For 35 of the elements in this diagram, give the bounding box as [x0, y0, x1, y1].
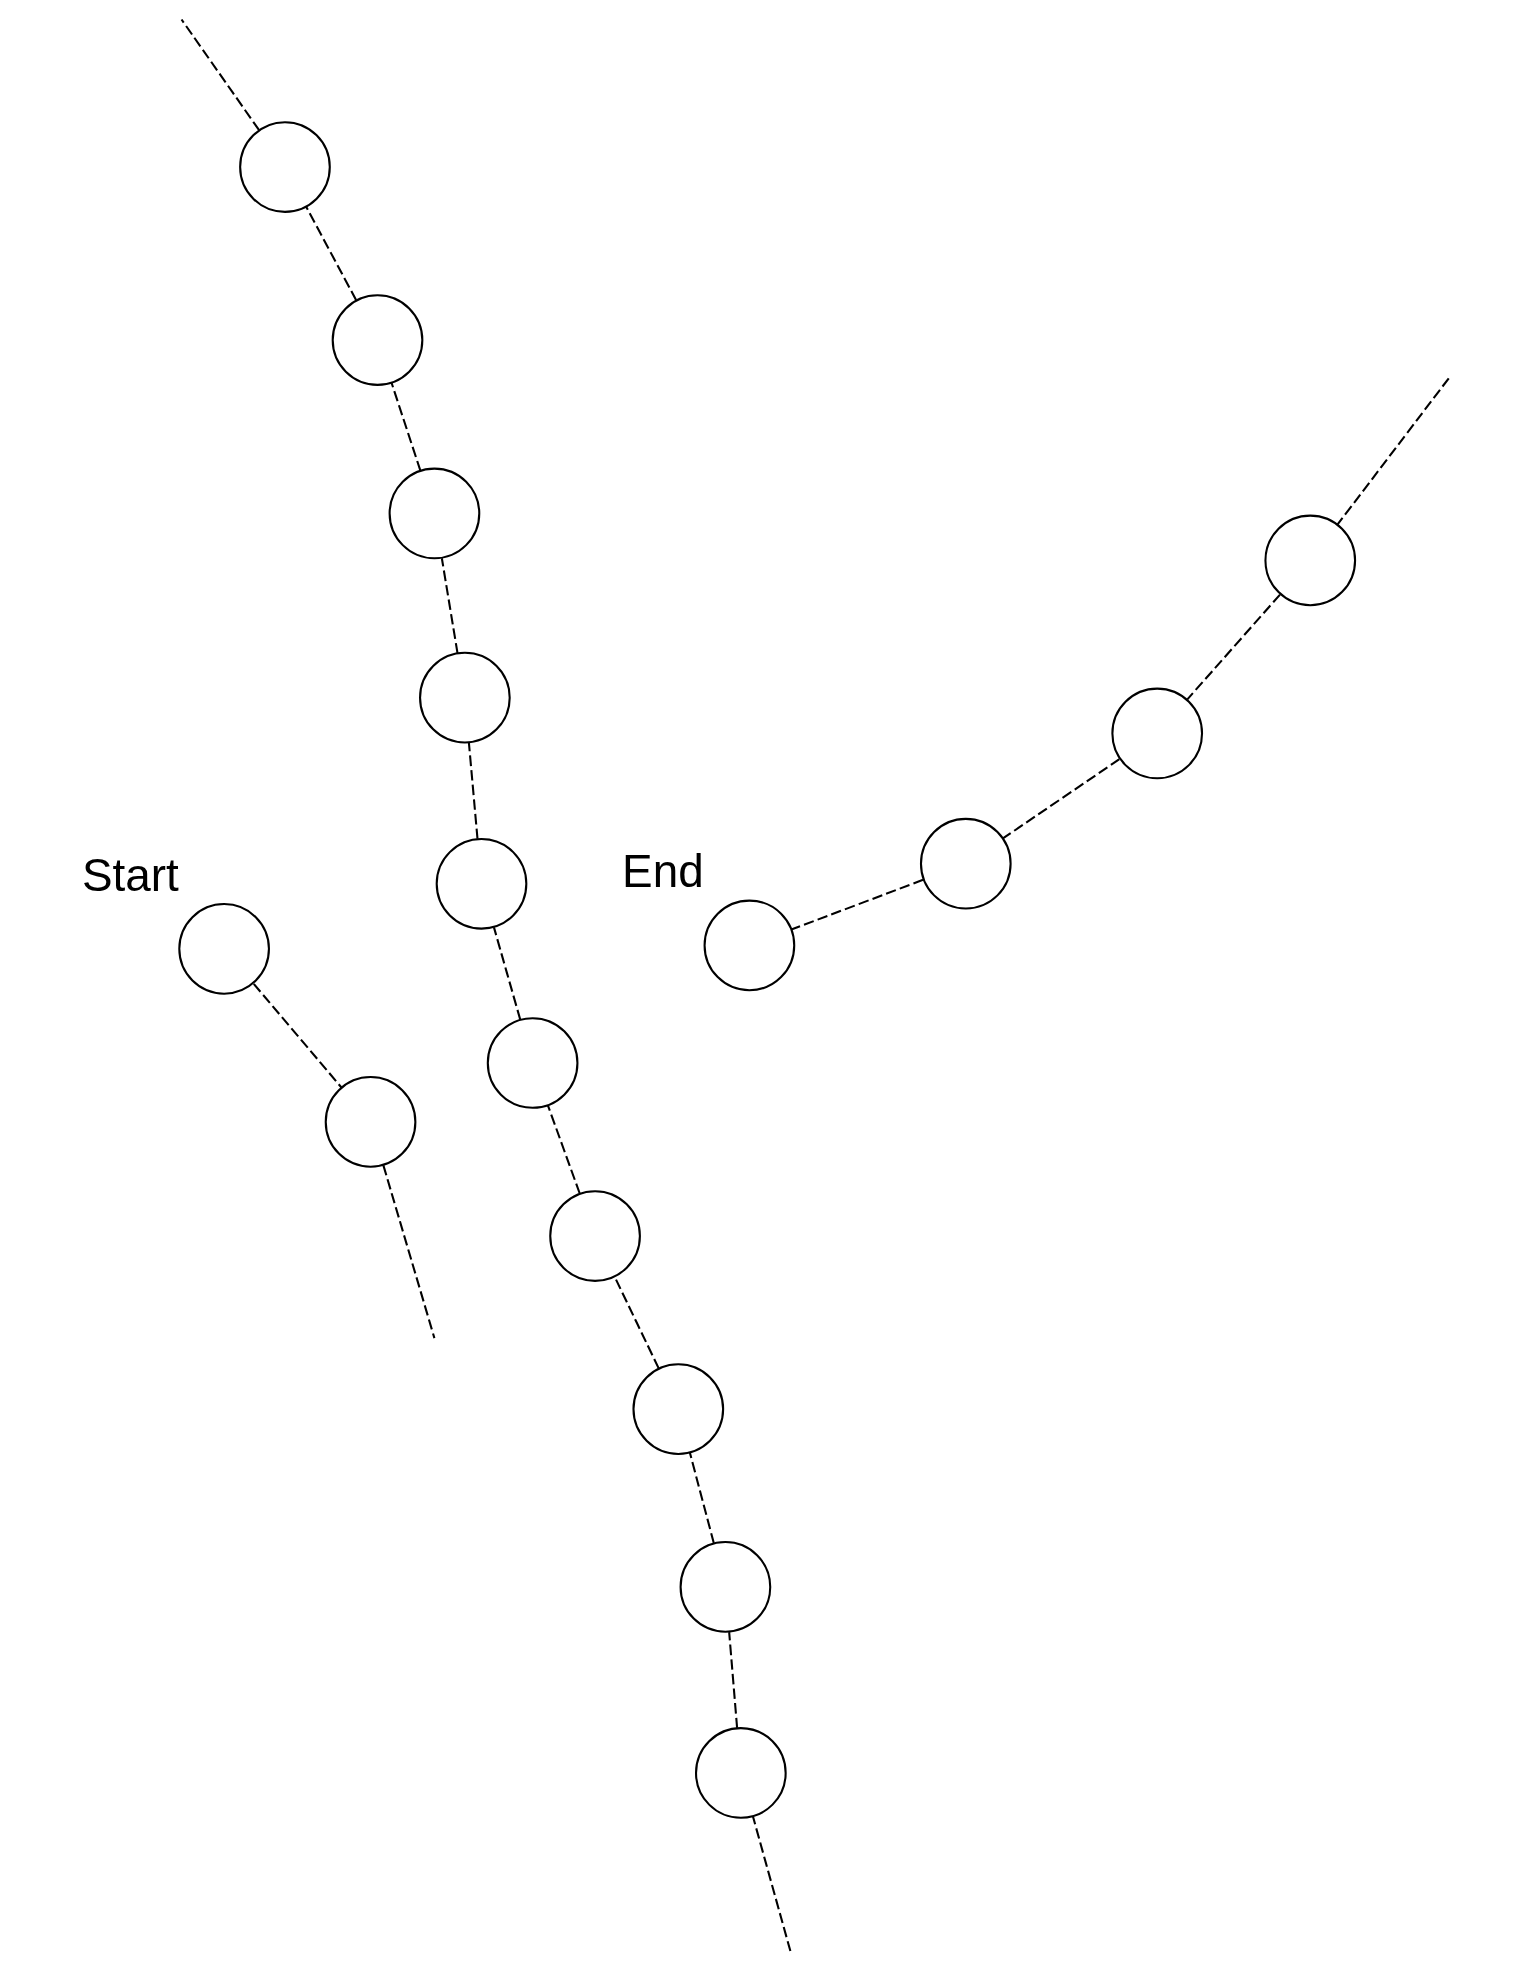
connector [381, 1165, 435, 1339]
node-circle [631, 1363, 724, 1455]
node-label: End [621, 845, 704, 898]
connector [1186, 593, 1281, 700]
connector [492, 927, 521, 1020]
connector [1001, 758, 1120, 840]
node-circle [679, 1541, 771, 1633]
node-circle [331, 294, 423, 386]
node-circle [238, 121, 331, 213]
node-circle [548, 1190, 641, 1282]
connector [440, 558, 459, 654]
node-label: Start [81, 848, 179, 901]
connector [727, 1632, 738, 1728]
node-circle [919, 817, 1012, 910]
node-circle [1110, 687, 1203, 780]
node-circle [388, 467, 480, 560]
connector [304, 206, 357, 301]
connector [390, 382, 421, 471]
node-circle [1263, 514, 1356, 607]
connector [546, 1104, 581, 1194]
node-circle [418, 651, 511, 744]
connector [1336, 377, 1450, 526]
connector [751, 1816, 791, 1952]
node-circle [703, 899, 795, 992]
connector [252, 983, 342, 1089]
node-circle [324, 1076, 416, 1168]
node-circle [486, 1017, 578, 1109]
connector [180, 18, 260, 131]
connector [613, 1276, 660, 1369]
node-circle [435, 837, 527, 930]
node-circle [177, 903, 270, 995]
connector [790, 878, 923, 931]
connector [467, 742, 479, 839]
connector [688, 1452, 715, 1544]
node-circle [694, 1727, 787, 1819]
